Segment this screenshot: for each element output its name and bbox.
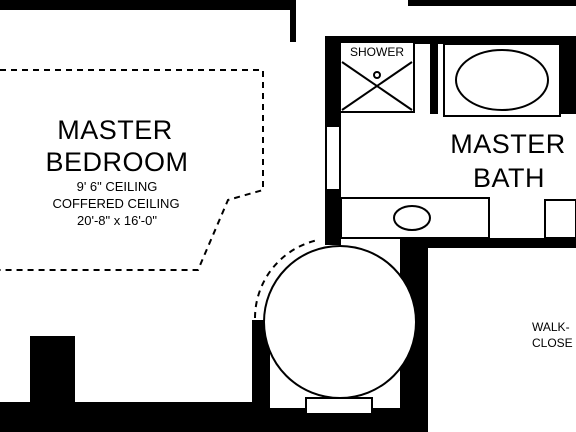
rotunda xyxy=(263,245,417,399)
closet-label-1: WALK- xyxy=(532,320,570,334)
coffered-ceiling-outline xyxy=(0,69,264,271)
top-right-stub xyxy=(408,0,576,6)
closet-wall-top xyxy=(400,238,576,248)
rotunda-wall-left xyxy=(252,320,270,432)
bedroom-dimensions: 20'-8" x 16'-0" xyxy=(77,213,157,228)
master-bedroom-label-1: MASTER xyxy=(57,115,173,145)
vanity-right xyxy=(544,199,576,239)
vanity-counter xyxy=(340,197,490,239)
master-bath-label-2: BATH xyxy=(472,163,545,193)
center-wall-upper xyxy=(325,36,341,126)
master-bedroom-label-2: BEDROOM xyxy=(45,147,189,177)
bath-top-wall xyxy=(325,36,576,44)
rotunda-door-swing xyxy=(254,239,319,319)
bedroom-door-jamb xyxy=(325,125,341,191)
bedroom-ceiling-height: 9' 6" CEILING xyxy=(76,179,158,194)
bath-divider xyxy=(430,44,438,114)
shower-label: SHOWER xyxy=(342,45,412,59)
top-wall-left xyxy=(0,0,290,10)
bath-right-wall xyxy=(560,44,576,114)
top-wall-right xyxy=(290,0,296,42)
shower-drain xyxy=(373,71,381,79)
tub-basin xyxy=(455,49,549,111)
sink xyxy=(393,205,431,231)
master-bath-label-1: MASTER xyxy=(450,129,566,159)
bedroom-ceiling-type: COFFERED CEILING xyxy=(52,196,180,211)
center-wall-lower xyxy=(325,190,341,245)
shower-diagonal-2 xyxy=(341,61,413,111)
rotunda-bottom-door xyxy=(305,397,373,415)
closet-label-2: CLOSE xyxy=(532,336,573,350)
lower-left-floor xyxy=(0,402,252,432)
